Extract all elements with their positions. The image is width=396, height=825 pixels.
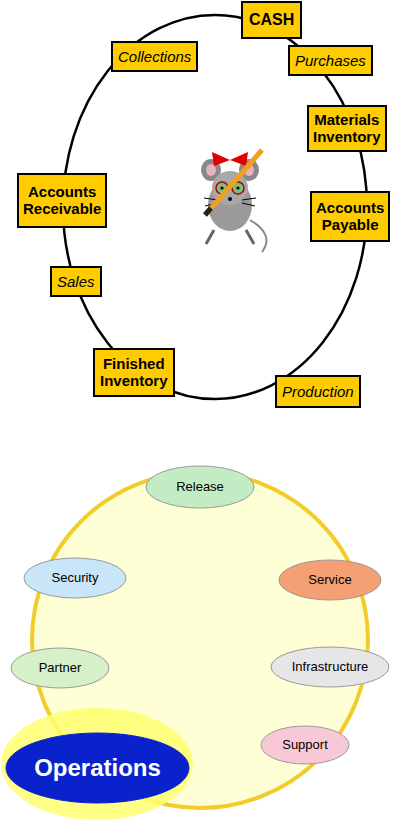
- process-box: Accounts Receivable: [17, 173, 107, 228]
- node-label: Production: [282, 383, 354, 400]
- mouse-tail: [250, 220, 266, 252]
- node-label: Partner: [39, 661, 82, 676]
- ellipse-outline: [261, 726, 349, 764]
- area-ellipse: Operations: [5, 732, 190, 804]
- process-box: Accounts Payable: [310, 191, 390, 242]
- area-ellipse: Support: [260, 725, 350, 765]
- area-ellipse: Release: [145, 465, 255, 509]
- node-label: Finished Inventory: [100, 355, 168, 390]
- node-label: Collections: [118, 48, 191, 65]
- pencil: [205, 150, 262, 215]
- mouse-feet: [206, 230, 254, 244]
- ellipse-outline: [279, 560, 381, 600]
- process-box: Materials Inventory: [307, 105, 387, 152]
- area-ellipse: Infrastructure: [270, 646, 390, 688]
- process-box: Finished Inventory: [93, 348, 175, 397]
- node-label: Purchases: [295, 52, 366, 69]
- ellipse-outline: [146, 466, 254, 508]
- node-label: Accounts Receivable: [23, 183, 101, 218]
- mouse-eye: [220, 186, 223, 189]
- node-label: Accounts Payable: [316, 199, 384, 234]
- pencil-tip: [205, 208, 211, 215]
- ellipse-outline: [271, 647, 389, 687]
- node-label: Infrastructure: [292, 660, 369, 675]
- process-box: Sales: [50, 266, 102, 297]
- ellipse-outline: [6, 733, 189, 803]
- node-label: CASH: [249, 11, 294, 29]
- node-label: Materials Inventory: [313, 111, 381, 146]
- node-label: Service: [308, 573, 351, 588]
- node-label: Sales: [57, 273, 95, 290]
- highlight-glow: [1, 708, 193, 820]
- process-box: CASH: [241, 1, 302, 39]
- area-ellipse: Service: [278, 559, 382, 601]
- process-box: Production: [275, 375, 361, 408]
- node-label: Release: [176, 480, 224, 495]
- process-box: Purchases: [288, 45, 373, 76]
- ellipse-outline: [11, 648, 109, 688]
- area-ellipse: Security: [23, 557, 127, 599]
- process-box: Collections: [111, 41, 198, 72]
- ellipse-outline: [24, 558, 126, 598]
- area-ellipse: Partner: [10, 647, 110, 689]
- bow: [212, 152, 248, 166]
- node-label: Security: [52, 571, 99, 586]
- mouse-eye: [236, 186, 239, 189]
- mouse-figure: [201, 150, 266, 252]
- mouse-nose: [228, 197, 232, 201]
- node-label: Support: [282, 738, 328, 753]
- ring-circle: [32, 472, 368, 808]
- node-label: Operations: [34, 754, 161, 782]
